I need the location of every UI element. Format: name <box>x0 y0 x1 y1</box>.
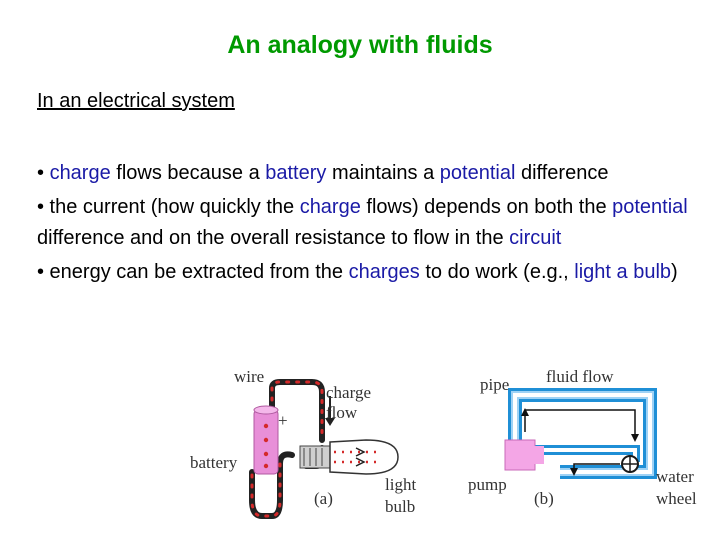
keyword-charges: charges <box>348 261 420 283</box>
bullet-list: • charge flows because a battery maintai… <box>37 158 697 291</box>
label-wheel: wheel <box>656 489 697 508</box>
battery-charge <box>263 423 269 429</box>
light-bulb-icon <box>329 439 399 475</box>
label-tag-b: (b) <box>534 489 554 508</box>
fluid-system: pipe fluid flow pump (b) water wheel <box>468 367 697 508</box>
label-fluid-flow: fluid flow <box>546 367 614 386</box>
text-run: difference <box>515 162 609 184</box>
text-run: • the current (how quickly the <box>37 196 300 218</box>
label-battery: battery <box>190 453 238 472</box>
keyword-battery: battery <box>265 162 327 184</box>
text-run: • energy can be extracted from the <box>37 261 349 283</box>
circuit-fluid-diagram: wire charge flow + battery light bulb (a… <box>190 367 697 519</box>
pump <box>504 439 536 471</box>
keyword-charge: charge <box>299 196 361 218</box>
page-title: An analogy with fluids <box>227 31 493 59</box>
electric-circuit: wire charge flow + battery light bulb (a… <box>190 367 416 519</box>
wire-dots <box>250 380 324 518</box>
battery-charge <box>263 451 269 457</box>
text-run: difference and on the overall resistance… <box>37 227 510 249</box>
label-pipe: pipe <box>480 375 509 394</box>
battery-charge <box>263 463 269 469</box>
label-tag-a: (a) <box>314 489 333 508</box>
keyword-light-a-bulb: light a bulb <box>574 261 672 283</box>
text-run: flows) depends on both the <box>360 196 613 218</box>
battery-top <box>253 405 279 415</box>
section-subtitle: In an electrical system <box>37 90 235 112</box>
text-run: to do work (e.g., <box>419 261 575 283</box>
text-run: maintains a <box>326 162 440 184</box>
text-run: flows because a <box>110 162 266 184</box>
keyword-circuit: circuit <box>509 227 562 249</box>
battery-charge <box>263 437 269 443</box>
label-light: light <box>385 475 416 494</box>
bullet-item: • charge flows because a battery maintai… <box>37 158 697 189</box>
keyword-potential: potential <box>439 162 516 184</box>
label-wire: wire <box>234 367 264 386</box>
label-bulb: bulb <box>385 497 415 516</box>
keyword-charge: charge <box>49 162 111 184</box>
bullet-item: • the current (how quickly the charge fl… <box>37 192 697 254</box>
label-plus: + <box>278 411 288 430</box>
text-run: ) <box>671 261 678 283</box>
text-run: • <box>37 162 50 184</box>
label-flow: flow <box>326 403 358 422</box>
label-water: water <box>656 467 694 486</box>
bullet-item: • energy can be extracted from the charg… <box>37 257 697 288</box>
label-charge: charge <box>326 383 371 402</box>
keyword-potential: potential <box>612 196 688 218</box>
label-pump: pump <box>468 475 507 494</box>
flow-arrow-icon <box>524 409 636 440</box>
